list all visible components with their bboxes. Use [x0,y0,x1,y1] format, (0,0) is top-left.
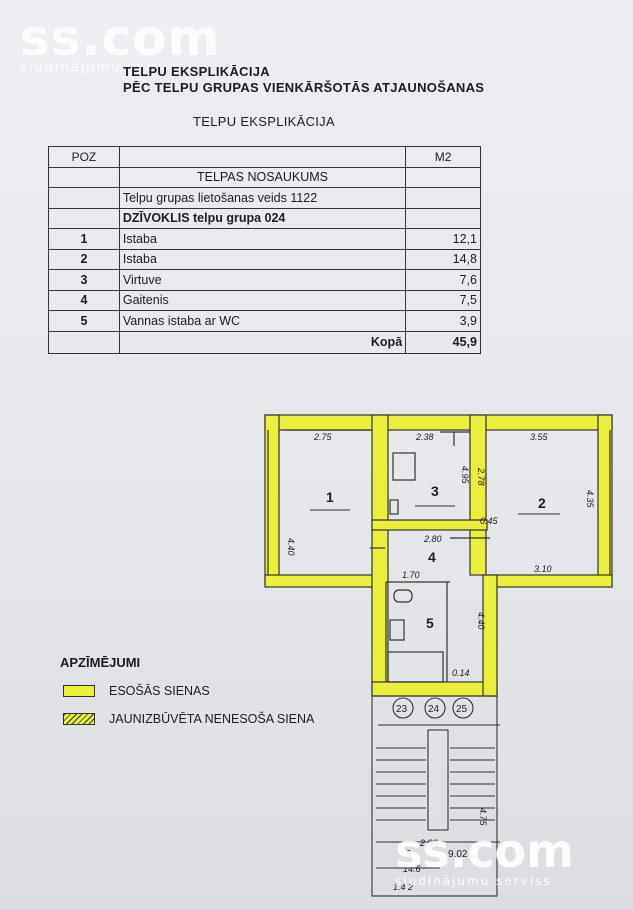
dim-label: 1.70 [402,570,420,580]
flat-text: DZĪVOKLIS telpu grupa 024 [118,207,407,229]
dim-label: 4.40 [286,538,296,556]
stair-number: 23 [396,704,408,715]
legend-swatch-yellow [63,685,95,697]
legend-title: APZĪMĒJUMI [60,655,141,670]
table-usage-row: Telpu grupas lietošanas veids 1122 [48,187,481,209]
stair-number: 9 [406,849,412,860]
room-markers [310,505,560,515]
stair-number: 25 [456,704,468,715]
watermark-brand: ss.com [395,824,575,878]
room-number-4: 4 [428,549,436,565]
table-row: 2 Istaba 14,8 [48,248,481,270]
table-row: 3 Virtuve 7,6 [48,269,481,291]
doc-title: TELPU EKSPLIKĀCIJA [123,64,270,79]
stair-number: 24 [428,704,440,715]
room-area: 12,1 [405,228,481,250]
dim-label: 4.95 [460,466,470,485]
dim-label: 2.75 [313,432,333,442]
total-label: Kopā [118,330,407,354]
room-area: 7,6 [405,269,481,291]
explication-table: POZ M2 TELPAS NOSAUKUMS Telpu grupas lie… [48,146,481,354]
dimension-labels: 2.75 2.38 3.55 4.40 4.95 2.78 4.35 2.80 … [286,432,595,892]
dim-label: 2.80 [419,838,438,848]
dim-label: 4.35 [585,490,595,509]
interior-walls [267,429,611,683]
table-flat-row: DZĪVOKLIS telpu grupa 024 [48,207,481,229]
dim-label: 4.40 [476,612,486,630]
legend-item-existing: ESOŠĀS SIENAS [63,684,210,698]
legend-item-new: JAUNIZBŪVĒTA NENESOŠA SIENA [63,712,314,726]
dim-label: 1.4 2 [393,882,413,892]
watermark-tagline: sludinājumu serviss [20,60,187,75]
dim-label: 0.14 [452,668,470,678]
watermark-tagline: sludinājumu serviss [395,874,552,888]
dim-label: 2.78 [476,467,486,486]
doc-subtitle: PĒC TELPU GRUPAS VIENKĀRŠOTĀS ATJAUNOŠAN… [123,80,485,95]
dim-label: 4.75 [478,808,488,827]
watermark-top: ss.com sludinājumu serviss [20,12,221,75]
stair-number: 9.02 [448,849,468,860]
room-number-5: 5 [426,615,434,631]
dim-label: 2.38 [415,432,434,442]
legend-swatch-hatched [63,713,95,725]
room-number-2: 2 [538,495,546,511]
dim-label: 14.6 [403,864,421,874]
dim-label: 0.45 [480,516,499,526]
dim-label: 2.80 [423,534,442,544]
total-value: 45,9 [405,330,481,354]
table-total-row: Kopā 45,9 [48,330,481,354]
room-area: 14,8 [405,248,481,270]
legend-label: JAUNIZBŪVĒTA NENESOŠA SIENA [109,712,315,726]
dim-label: 3.10 [534,564,552,574]
existing-walls [264,414,613,697]
room-area: 7,5 [405,289,481,311]
room-area: 3,9 [405,310,481,332]
room-number-3: 3 [431,483,439,499]
stair-numbers: 23 24 25 9 9.02 [396,704,468,860]
watermark-bottom: ss.com sludinājumu serviss [395,828,574,888]
staircase [371,695,500,897]
room-number-1: 1 [326,489,334,505]
legend-label: ESOŠĀS SIENAS [109,684,210,698]
dim-label: 3.55 [530,432,549,442]
table-title: TELPU EKSPLIKĀCIJA [193,114,335,129]
watermark-brand: ss.com [20,9,221,67]
